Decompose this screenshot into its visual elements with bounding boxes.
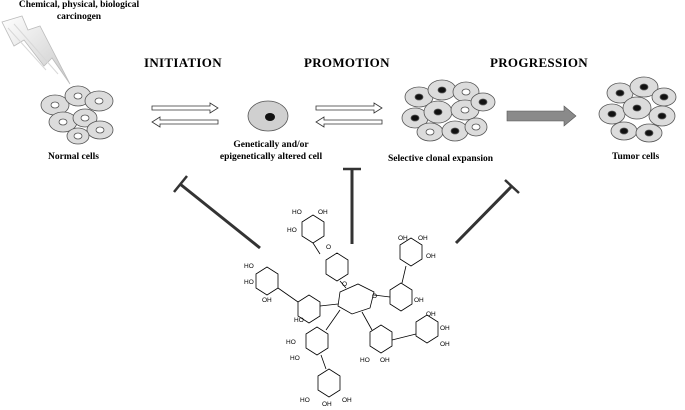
- chem-o-label: O: [326, 244, 331, 251]
- tumor-cell: [629, 76, 659, 98]
- altered-cell: [247, 100, 289, 132]
- tumor-cell: [610, 121, 638, 141]
- chem-oh-label: OH: [440, 325, 450, 332]
- chem-oh-label: OH: [342, 397, 352, 404]
- tumor-cell: [648, 105, 676, 127]
- inhibition-line-initiation: [173, 175, 261, 250]
- chem-o-label: O: [342, 281, 347, 288]
- clonal-expansion-cluster: [401, 79, 496, 142]
- stage-promotion: PROMOTION: [304, 55, 390, 70]
- normal-cell: [84, 90, 114, 112]
- normal-cell: [86, 120, 114, 140]
- carcinogen-line2: carcinogen: [56, 12, 102, 22]
- carcinogen-label: Chemical, physical, biological carcinoge…: [4, 0, 154, 23]
- chem-ho-label: HO: [244, 279, 254, 286]
- tumor-cell: [598, 103, 626, 125]
- reversible-arrow-promotion: [315, 102, 383, 128]
- stage-initiation: INITIATION: [144, 55, 222, 70]
- normal-cell: [72, 108, 98, 128]
- normal-cell: [40, 94, 70, 116]
- chem-oh-label: OH: [426, 311, 436, 318]
- chem-ho-label: HO: [244, 263, 254, 270]
- chem-ho-label: HO: [287, 227, 297, 234]
- expansion-cell: [441, 120, 469, 142]
- lightning-bolt-icon: [1, 15, 71, 85]
- normal-cells-cluster: [40, 85, 114, 145]
- stage-progression: PROGRESSION: [490, 55, 588, 70]
- normal-cell: [66, 127, 90, 145]
- inhibition-line-promotion: [343, 167, 361, 244]
- expansion-cell: [464, 117, 488, 137]
- tumor-cell: [622, 96, 652, 120]
- chem-oh-label: OH: [322, 401, 332, 408]
- chem-oh-label: OH: [426, 253, 436, 260]
- chem-oh-label: OH: [418, 235, 428, 242]
- expansion-cell: [470, 92, 496, 112]
- label-selective-expansion: Selective clonal expansion: [388, 154, 494, 164]
- chem-ho-label: HO: [360, 357, 370, 364]
- chem-oh-label: OH: [262, 297, 272, 304]
- label-altered-line2: epigenetically altered cell: [219, 152, 323, 162]
- chem-oh-label: OH: [380, 357, 390, 364]
- carcinogen-line1: Chemical, physical, biological: [18, 0, 140, 10]
- expansion-cell: [416, 122, 444, 142]
- progression-arrow: [506, 105, 577, 127]
- label-tumor-cells: Tumor cells: [612, 152, 660, 162]
- tumor-cell: [606, 82, 634, 104]
- label-normal-cells: Normal cells: [48, 152, 99, 162]
- expansion-cell: [401, 107, 429, 129]
- tumor-cell: [651, 87, 677, 107]
- expansion-cell: [423, 100, 453, 124]
- tumor-cell: [635, 123, 663, 143]
- chem-oh-label: OH: [398, 235, 408, 242]
- chem-oh-label: OH: [440, 341, 450, 348]
- chem-oh-label: OH: [414, 297, 424, 304]
- tannic-acid-structure: HO OH HO HO HO OH O O OH OH OH OH O HO O…: [244, 209, 450, 408]
- chem-o-label: O: [372, 293, 377, 300]
- chem-ho-label: HO: [294, 317, 304, 324]
- chem-ho-label: HO: [300, 397, 310, 404]
- chem-ho-label: HO: [290, 355, 300, 362]
- reversible-arrow-initiation: [151, 102, 219, 128]
- tumor-cells-cluster: [598, 76, 677, 143]
- chem-ho-label: HO: [286, 339, 296, 346]
- chem-oh-label: OH: [318, 209, 328, 216]
- label-altered-line1: Genetically and/or: [233, 140, 309, 150]
- chem-ho-label: HO: [292, 209, 302, 216]
- inhibition-line-progression: [454, 179, 520, 245]
- expansion-cell: [427, 79, 457, 101]
- label-altered-cell: Genetically and/or epigenetically altere…: [196, 139, 346, 163]
